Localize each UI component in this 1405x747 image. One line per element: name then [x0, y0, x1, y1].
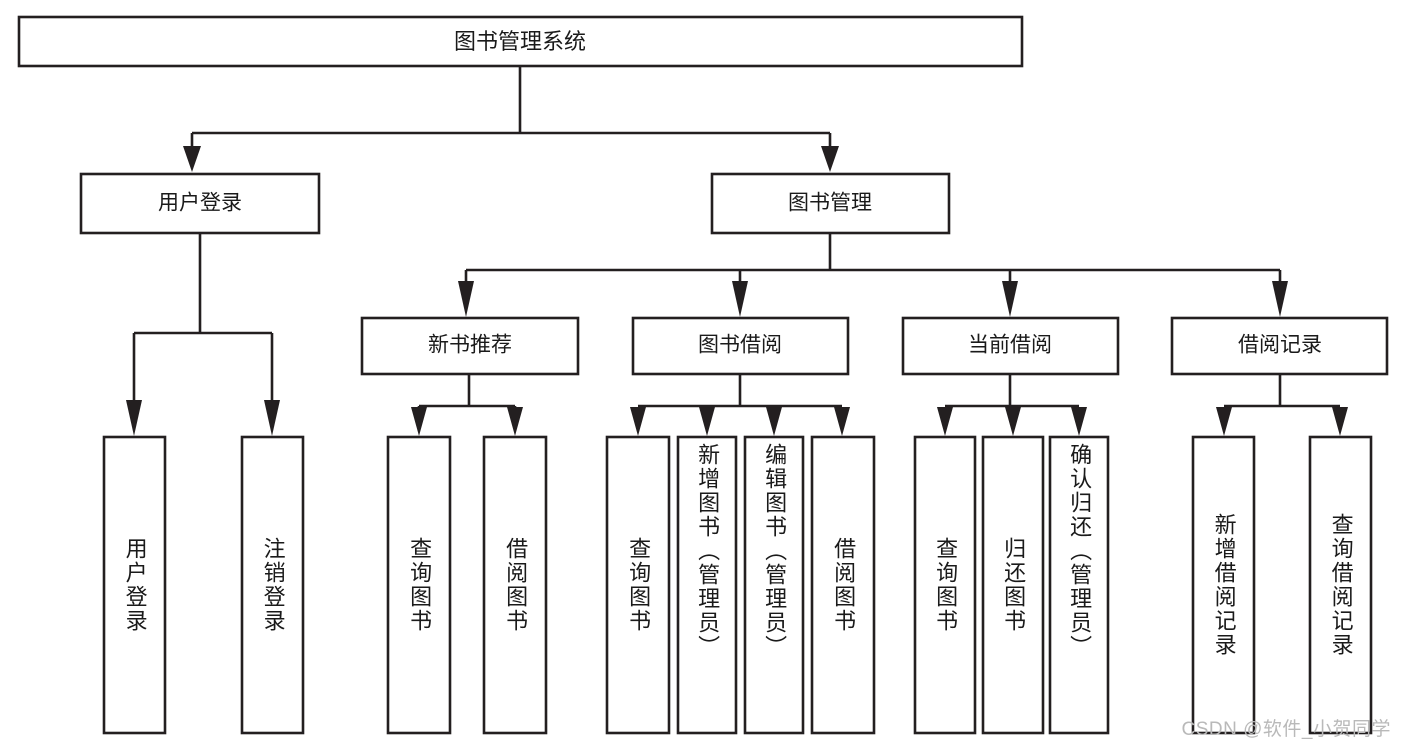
leaf-box-confirm-return-admin[interactable]	[1048, 435, 1110, 735]
module-book-management-label: 图书管理	[788, 192, 872, 215]
arrow-bookmgmt-to-borrow	[732, 281, 748, 317]
root-box[interactable]	[17, 15, 1024, 68]
submodule-current-borrow-box[interactable]	[901, 316, 1120, 376]
leaf-box-query-book-recommend[interactable]	[386, 435, 452, 735]
arrow-bookmgmt-to-current	[1002, 281, 1018, 317]
arrow-current-to-query	[937, 407, 953, 436]
leaf-box-query-book-borrow[interactable]	[605, 435, 671, 735]
arrow-record-to-add	[1216, 407, 1232, 436]
arrow-current-to-return	[1005, 407, 1021, 436]
arrow-record-to-query	[1332, 407, 1348, 436]
leaf-box-lend-book[interactable]	[810, 435, 876, 735]
arrow-newbook-to-query	[411, 407, 427, 436]
submodule-book-borrow-box[interactable]	[631, 316, 850, 376]
node-submodule-borrow-record[interactable]: 借阅记录	[1170, 316, 1389, 376]
node-submodule-book-borrow[interactable]: 图书借阅	[631, 316, 850, 376]
watermark-text: CSDN @软件_小贺同学	[1181, 719, 1391, 740]
leaf-box-query-borrow-record[interactable]	[1308, 435, 1373, 735]
submodule-current-borrow-label: 当前借阅	[968, 334, 1052, 357]
arrow-userlogin-to-login	[126, 400, 142, 436]
arrow-borrow-to-query	[630, 407, 646, 436]
leaf-box-query-book-current[interactable]	[913, 435, 977, 735]
leaf-box-borrow-book-recommend[interactable]	[482, 435, 548, 735]
node-module-user-login[interactable]: 用户登录	[79, 172, 321, 235]
submodule-borrow-record-label: 借阅记录	[1238, 334, 1322, 357]
submodule-new-book-recommend-label: 新书推荐	[428, 334, 512, 357]
arrow-borrow-to-edit	[766, 407, 782, 436]
leaf-box-edit-book-admin[interactable]	[743, 435, 805, 735]
arrow-borrow-to-add	[699, 407, 715, 436]
leaf-box-add-borrow-record[interactable]	[1191, 435, 1256, 735]
arrow-root-to-book-mgmt	[821, 146, 839, 172]
module-user-login-label: 用户登录	[158, 192, 242, 215]
leaf-box-add-book-admin[interactable]	[676, 435, 738, 735]
node-submodule-new-book-recommend[interactable]: 新书推荐	[360, 316, 580, 376]
leaf-box-return-book[interactable]	[981, 435, 1045, 735]
node-module-book-management[interactable]: 图书管理	[710, 172, 951, 235]
leaf-box-user-login[interactable]	[102, 435, 167, 735]
arrow-borrow-to-lend	[834, 407, 850, 436]
arrow-root-to-user-login	[183, 146, 201, 172]
arrow-bookmgmt-to-record	[1272, 281, 1288, 317]
leaf-box-logout[interactable]	[240, 435, 305, 735]
arrow-bookmgmt-to-newbook	[458, 281, 474, 317]
node-root-system[interactable]: 图书管理系统	[17, 15, 1024, 68]
arrow-newbook-to-borrow	[507, 407, 523, 436]
root-label: 图书管理系统	[454, 29, 586, 54]
module-user-login-box[interactable]	[79, 172, 321, 235]
submodule-new-book-recommend-box[interactable]	[360, 316, 580, 376]
submodule-borrow-record-box[interactable]	[1170, 316, 1389, 376]
arrow-userlogin-to-logout	[264, 400, 280, 436]
connector-group	[126, 66, 1348, 436]
node-submodule-current-borrow[interactable]: 当前借阅	[901, 316, 1120, 376]
module-book-management-box[interactable]	[710, 172, 951, 235]
arrow-current-to-confirm	[1071, 407, 1087, 436]
submodule-book-borrow-label: 图书借阅	[698, 334, 782, 357]
